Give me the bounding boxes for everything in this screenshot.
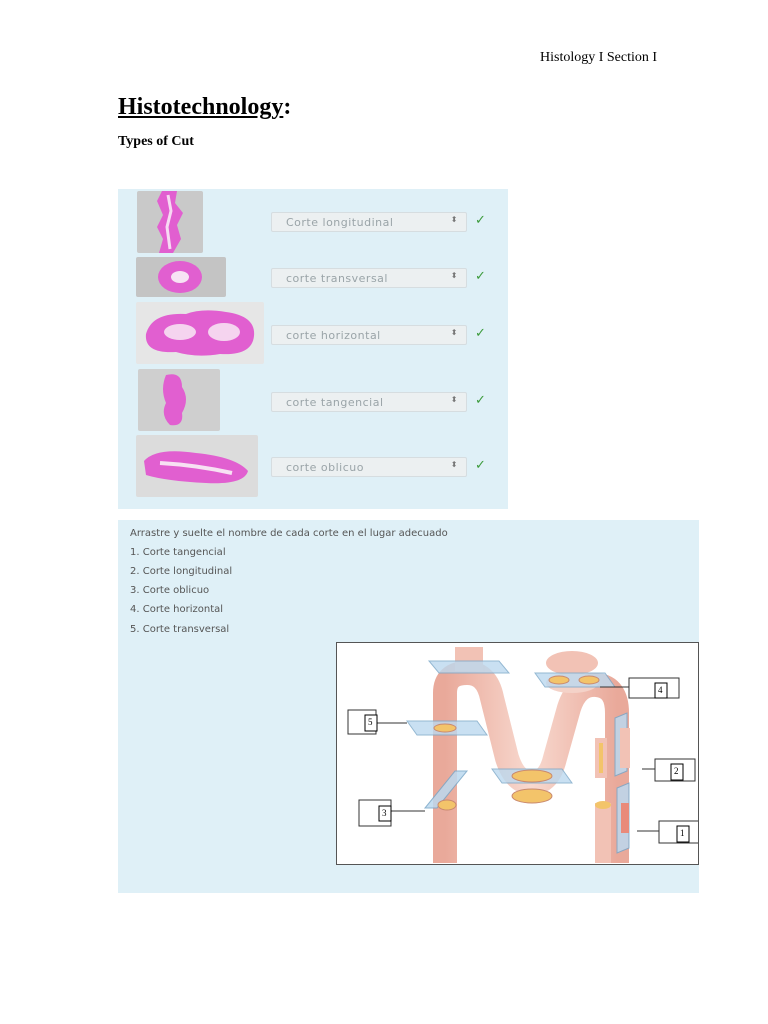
header-section-label: Histology I Section I — [540, 50, 658, 65]
drag-item[interactable]: 2. Corte longitudinal — [130, 566, 233, 577]
drop-target-5[interactable]: 5 — [368, 717, 373, 727]
select-arrow-icon: ⬍ — [450, 460, 458, 469]
drop-target-4[interactable]: 4 — [658, 685, 663, 695]
micrograph-horizontal — [136, 302, 264, 364]
select-arrow-icon: ⬍ — [450, 395, 458, 404]
page-subtitle: Types of Cut — [118, 134, 194, 149]
check-icon: ✓ — [475, 269, 486, 284]
cut-select-4[interactable]: corte tangencial⬍ — [271, 392, 467, 412]
tube-illustration — [347, 647, 698, 863]
check-icon: ✓ — [475, 326, 486, 341]
cut-select-1[interactable]: Corte longitudinal⬍ — [271, 212, 467, 232]
cut-select-2[interactable]: corte transversal⬍ — [271, 268, 467, 288]
page-title: Histotechnology: — [118, 94, 292, 120]
drag-item[interactable]: 3. Corte oblicuo — [130, 585, 210, 596]
micrograph-longitudinal — [137, 191, 203, 253]
cut-types-panel: Corte longitudinal⬍ ✓ corte transversal⬍… — [118, 189, 508, 509]
drop-target-3[interactable]: 3 — [382, 808, 387, 818]
select-arrow-icon: ⬍ — [450, 328, 458, 337]
check-icon: ✓ — [475, 458, 486, 473]
micrograph-tangencial — [138, 369, 220, 431]
exercise-instruction: Arrastre y suelte el nombre de cada cort… — [130, 528, 448, 539]
micrograph-oblicuo — [136, 435, 258, 497]
drag-item[interactable]: 1. Corte tangencial — [130, 547, 226, 558]
drop-target-1[interactable]: 1 — [680, 828, 685, 838]
select-arrow-icon: ⬍ — [450, 271, 458, 280]
drop-target-2[interactable]: 2 — [674, 766, 679, 776]
cut-select-5[interactable]: corte oblicuo⬍ — [271, 457, 467, 477]
drag-item[interactable]: 5. Corte transversal — [130, 624, 230, 635]
micrograph-transversal — [136, 257, 226, 297]
check-icon: ✓ — [475, 393, 486, 408]
select-arrow-icon: ⬍ — [450, 215, 458, 224]
check-icon: ✓ — [475, 213, 486, 228]
drag-drop-panel: Arrastre y suelte el nombre de cada cort… — [118, 520, 699, 893]
tube-cut-diagram: 5 4 2 3 1 — [336, 642, 699, 865]
cut-select-3[interactable]: corte horizontal⬍ — [271, 325, 467, 345]
drag-item[interactable]: 4. Corte horizontal — [130, 604, 224, 615]
